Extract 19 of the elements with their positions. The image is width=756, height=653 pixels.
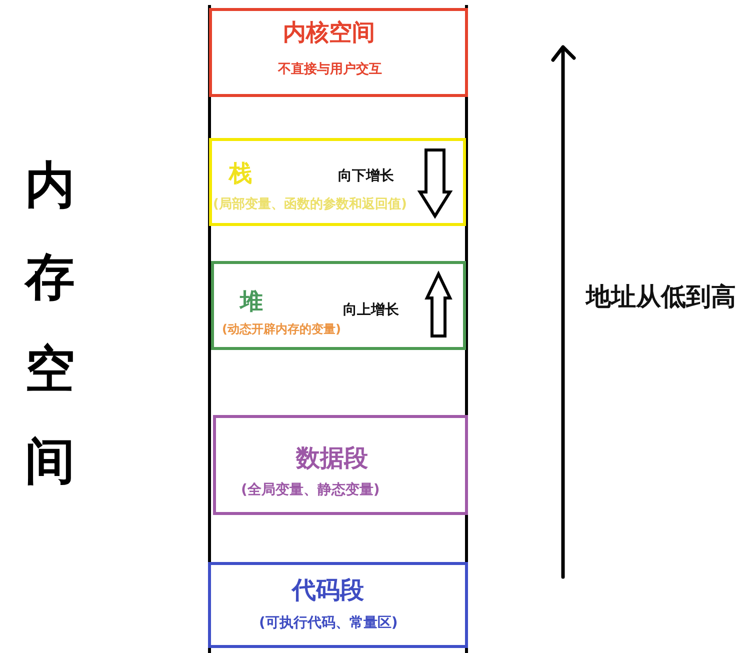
segment-box: [211, 261, 466, 350]
segment-title: 内核空间: [283, 20, 375, 46]
segment-description: 不直接与用户交互: [278, 62, 382, 78]
memory-space-label: 内存空间: [25, 155, 75, 492]
segment-title: 数据段: [296, 444, 368, 472]
growth-label: 向下增长: [338, 168, 394, 184]
segment-box: [208, 562, 468, 648]
segment-title: 堆: [240, 288, 263, 316]
segment-title: 栈: [229, 160, 252, 188]
growth-label: 向上增长: [343, 302, 399, 318]
segment-box: [209, 8, 468, 97]
segment-box: [209, 138, 466, 226]
segment-description: (全局变量、静态变量): [241, 482, 380, 498]
segment-description: (动态开辟内存的变量): [222, 323, 341, 337]
segment-title: 代码段: [292, 576, 364, 604]
segment-description: (可执行代码、常量区): [259, 615, 398, 632]
address-label: 地址从低到高: [586, 283, 736, 312]
segment-description: (局部变量、函数的参数和返回值): [213, 198, 407, 212]
segment-box: [213, 415, 468, 515]
